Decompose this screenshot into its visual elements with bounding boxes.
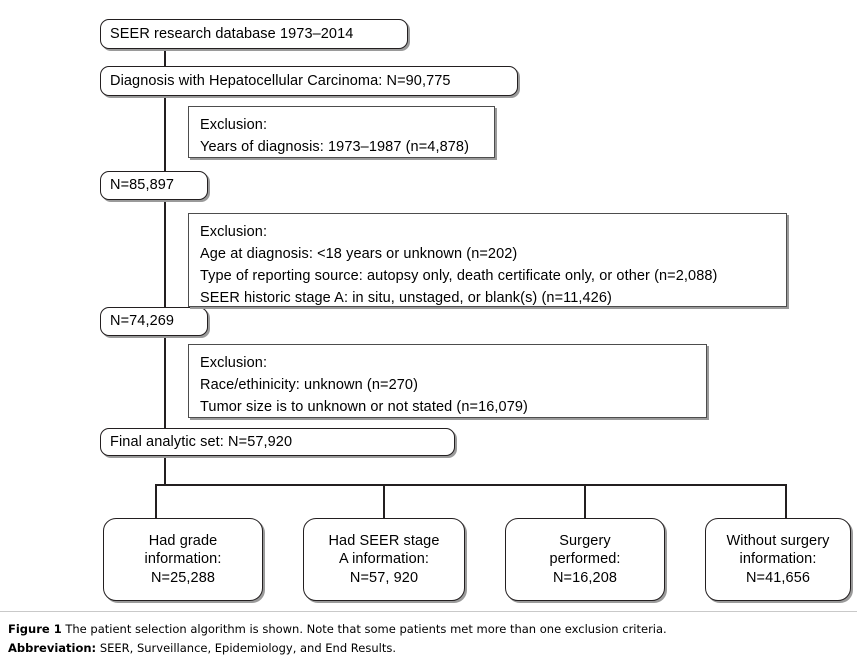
outcome-box-seer-stage-information-line-1: Had SEER stage <box>328 532 440 549</box>
branch-drop-4 <box>785 484 787 518</box>
caption-abbreviation-label: Abbreviation: <box>8 640 97 655</box>
outcome-box-surgery-performed-line-2: performed: <box>549 551 621 568</box>
outcome-box-surgery-performed-line-3: N=16,208 <box>552 569 618 586</box>
exclusion-box-2-line-3: SEER historic stage A: in situ, unstaged… <box>200 290 612 307</box>
node-n-74269-label: N=74,269 <box>110 313 175 330</box>
node-n-74269: N=74,269 <box>100 307 208 336</box>
exclusion-box-3-title: Exclusion: <box>200 355 268 371</box>
outcome-box-seer-stage-information: Had SEER stage A information: N=57, 920 <box>303 518 465 601</box>
caption-figure-text: The patient selection algorithm is shown… <box>61 622 667 636</box>
exclusion-box-2-line-1: Age at diagnosis: <18 years or unknown (… <box>200 246 518 263</box>
exclusion-box-3-line-1: Race/ethinicity: unknown (n=270) <box>200 377 419 394</box>
caption-figure-line: Figure 1 The patient selection algorithm… <box>8 620 849 639</box>
exclusion-box-2-line-2: Type of reporting source: autopsy only, … <box>200 268 718 285</box>
outcome-box-without-surgery-information: Without surgery information: N=41,656 <box>705 518 851 601</box>
caption-divider <box>0 611 857 612</box>
node-diagnosis-hcc: Diagnosis with Hepatocellular Carcinoma:… <box>100 66 518 96</box>
outcome-box-without-surgery-information-line-3: N=41,656 <box>745 569 811 586</box>
outcome-box-seer-stage-information-line-2: A information: <box>338 551 430 568</box>
node-final-analytic-set-label: Final analytic set: N=57,920 <box>110 433 293 450</box>
outcome-box-without-surgery-information-line-2: information: <box>739 551 817 568</box>
exclusion-box-3: Exclusion: Race/ethinicity: unknown (n=2… <box>188 344 707 418</box>
branch-drop-2 <box>383 484 385 518</box>
connector-source-to-diagnosis <box>164 48 166 72</box>
node-seer-database-label: SEER research database 1973–2014 <box>110 25 354 42</box>
outcome-box-seer-stage-information-line-3: N=57, 920 <box>349 569 419 586</box>
connector-n74269-to-final <box>164 336 166 430</box>
branch-drop-3 <box>584 484 586 518</box>
connector-diagnosis-to-n85897 <box>164 95 166 177</box>
outcome-box-grade-information-line-1: Had grade <box>148 532 218 549</box>
distributor-bar <box>155 484 786 486</box>
outcome-box-grade-information-line-3: N=25,288 <box>150 569 216 586</box>
outcome-box-without-surgery-information-line-1: Without surgery <box>726 532 830 549</box>
figure-caption: Figure 1 The patient selection algorithm… <box>8 620 849 657</box>
flowchart: SEER research database 1973–2014 Diagnos… <box>100 19 851 601</box>
exclusion-box-1-title: Exclusion: <box>200 117 268 133</box>
node-final-analytic-set: Final analytic set: N=57,920 <box>100 428 455 456</box>
caption-figure-label: Figure 1 <box>8 622 62 636</box>
node-diagnosis-hcc-label: Diagnosis with Hepatocellular Carcinoma:… <box>110 72 451 89</box>
exclusion-box-2: Exclusion: Age at diagnosis: <18 years o… <box>188 213 787 307</box>
branch-drop-1 <box>155 484 157 518</box>
outcome-box-surgery-performed: Surgery performed: N=16,208 <box>505 518 665 601</box>
exclusion-box-1: Exclusion: Years of diagnosis: 1973–1987… <box>188 106 495 158</box>
caption-abbreviation-line: Abbreviation: SEER, Surveillance, Epidem… <box>8 639 849 658</box>
node-n-85897-label: N=85,897 <box>110 177 175 194</box>
node-seer-database: SEER research database 1973–2014 <box>100 19 408 49</box>
caption-abbreviation-text: SEER, Surveillance, Epidemiology, and En… <box>96 640 396 655</box>
exclusion-box-2-title: Exclusion: <box>200 224 268 240</box>
outcome-box-grade-information-line-2: information: <box>144 551 222 568</box>
node-n-85897: N=85,897 <box>100 171 208 200</box>
connector-n85897-to-n74269 <box>164 199 166 309</box>
connector-final-to-distributor <box>164 453 166 485</box>
exclusion-box-3-line-2: Tumor size is to unknown or not stated (… <box>200 399 528 416</box>
outcome-box-surgery-performed-line-1: Surgery <box>559 532 611 549</box>
outcome-box-grade-information: Had grade information: N=25,288 <box>103 518 263 601</box>
exclusion-box-1-line-1: Years of diagnosis: 1973–1987 (n=4,878) <box>200 139 469 156</box>
